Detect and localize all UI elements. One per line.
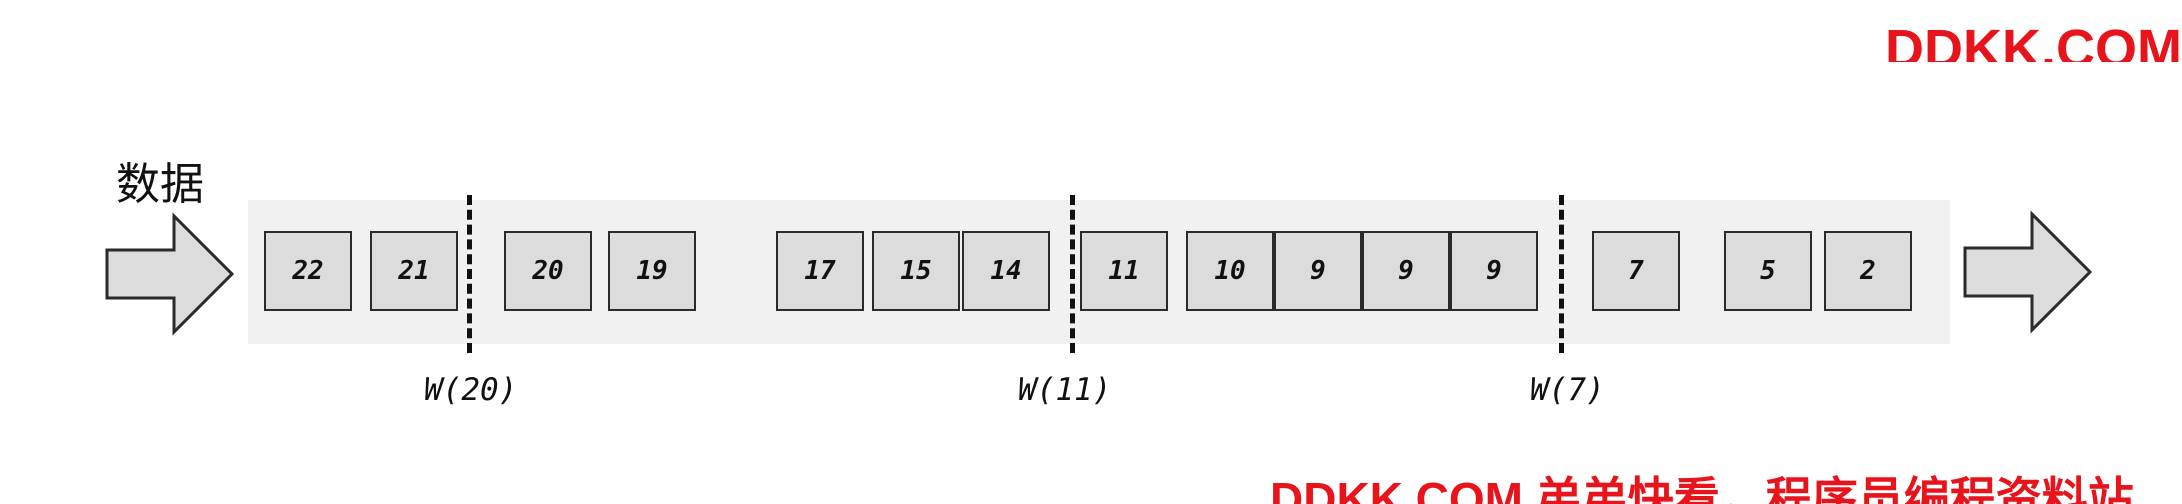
event-box: 20 xyxy=(504,231,592,311)
data-label: 数据 xyxy=(116,159,204,210)
watermark-label: W(11) xyxy=(1018,372,1112,408)
event-box: 7 xyxy=(1592,231,1680,311)
event-box: 9 xyxy=(1362,231,1450,311)
event-box: 11 xyxy=(1080,231,1168,311)
watermark-line xyxy=(1070,195,1075,353)
event-box: 22 xyxy=(264,231,352,311)
corner-watermark-banner: DDKK.COM xyxy=(1885,19,2182,62)
watermark-line xyxy=(1559,195,1564,353)
watermark-label: W(7) xyxy=(1530,372,1605,408)
input-arrow-icon xyxy=(105,212,235,336)
event-box: 9 xyxy=(1274,231,1362,311)
event-box: 14 xyxy=(962,231,1050,311)
output-arrow-icon xyxy=(1963,210,2093,334)
event-box: 17 xyxy=(776,231,864,311)
event-box: 19 xyxy=(608,231,696,311)
event-box: 10 xyxy=(1186,231,1274,311)
bottom-watermark-banner: DDKK.COM 弟弟快看，程序员编程资料站 xyxy=(1270,473,2134,504)
event-box: 21 xyxy=(370,231,458,311)
watermark-line xyxy=(467,195,472,353)
event-box: 15 xyxy=(872,231,960,311)
event-box: 9 xyxy=(1450,231,1538,311)
watermark-label: W(20) xyxy=(424,372,518,408)
event-box: 5 xyxy=(1724,231,1812,311)
event-box: 2 xyxy=(1824,231,1912,311)
